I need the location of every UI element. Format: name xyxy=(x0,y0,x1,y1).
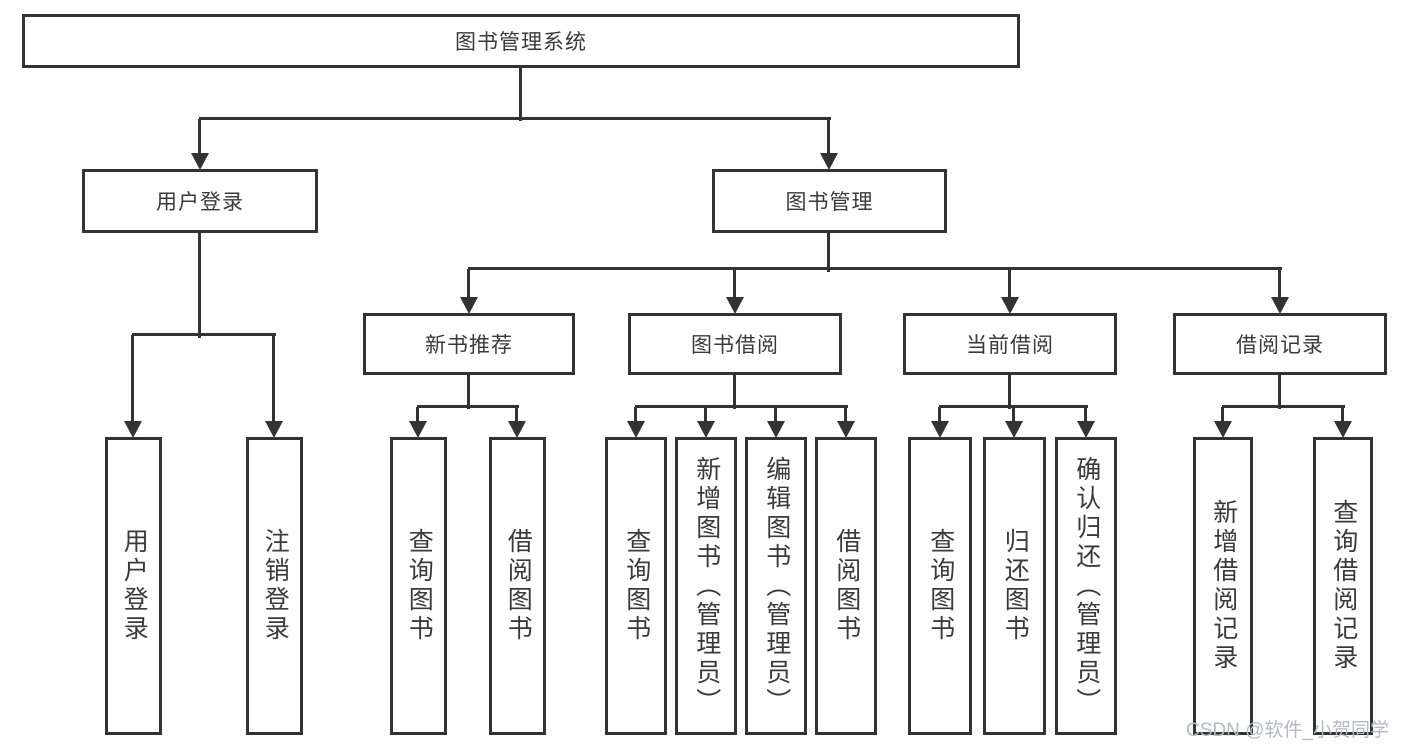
connector-line xyxy=(1008,373,1011,409)
leaf-confirm-return-admin-label: 确认归还（管理员） xyxy=(1072,455,1101,717)
connector-line xyxy=(131,335,134,422)
connector-line xyxy=(827,231,830,272)
leaf-add-book-admin-label: 新增图书（管理员） xyxy=(692,455,721,717)
arrowhead-down-icon xyxy=(1077,421,1095,438)
leaf-query-borrow-record-label: 查询借阅记录 xyxy=(1329,499,1358,673)
connector-line xyxy=(1012,407,1015,422)
arrowhead-down-icon xyxy=(837,421,855,438)
node-borrow-record-label: 借阅记录 xyxy=(1236,334,1324,357)
leaf-edit-book-admin: 编辑图书（管理员） xyxy=(745,437,807,735)
leaf-user-login-label: 用户登录 xyxy=(120,528,149,644)
node-book-management-label: 图书管理 xyxy=(785,191,874,214)
connector-line xyxy=(519,66,522,121)
leaf-borrow-book-label: 借阅图书 xyxy=(832,528,861,644)
arrowhead-down-icon xyxy=(124,421,142,438)
connector-line xyxy=(827,119,830,154)
node-borrow-record: 借阅记录 xyxy=(1173,313,1387,375)
watermark: CSDN @软件_小贺同学 xyxy=(1186,720,1389,741)
connector-line xyxy=(467,373,470,409)
connector-line xyxy=(1008,269,1011,298)
connector-line xyxy=(1084,407,1087,422)
leaf-query-book-current-label: 查询图书 xyxy=(926,528,955,644)
arrowhead-down-icon xyxy=(767,421,785,438)
connector-line xyxy=(1221,407,1224,422)
leaf-logout-label: 注销登录 xyxy=(261,528,290,644)
leaf-query-book-recommend: 查询图书 xyxy=(390,437,447,735)
connector-line xyxy=(634,407,637,422)
arrowhead-down-icon xyxy=(1334,421,1352,438)
arrowhead-down-icon xyxy=(931,421,949,438)
node-book-borrow: 图书借阅 xyxy=(628,313,842,375)
leaf-query-book-borrow-label: 查询图书 xyxy=(622,528,651,644)
connector-line xyxy=(1278,269,1281,298)
arrowhead-down-icon xyxy=(265,421,283,438)
connector-line xyxy=(1222,405,1345,408)
connector-line xyxy=(198,119,201,154)
node-book-management: 图书管理 xyxy=(712,169,947,233)
arrowhead-down-icon xyxy=(820,153,838,170)
node-current-borrow-label: 当前借阅 xyxy=(966,334,1054,357)
arrowhead-down-icon xyxy=(1214,421,1232,438)
connector-line xyxy=(416,407,419,422)
connector-line xyxy=(774,407,777,422)
arrowhead-down-icon xyxy=(1005,421,1023,438)
connector-line xyxy=(733,269,736,298)
connector-line xyxy=(199,117,831,120)
leaf-add-book-admin: 新增图书（管理员） xyxy=(675,437,737,735)
connector-line xyxy=(272,335,275,422)
arrowhead-down-icon xyxy=(409,421,427,438)
leaf-borrow-book: 借阅图书 xyxy=(815,437,877,735)
leaf-return-book-label: 归还图书 xyxy=(1001,528,1030,644)
connector-line xyxy=(468,267,1282,270)
leaf-query-book-current: 查询图书 xyxy=(908,437,972,735)
connector-line xyxy=(938,407,941,422)
arrowhead-down-icon xyxy=(1271,297,1289,314)
leaf-logout: 注销登录 xyxy=(246,437,303,735)
connector-line xyxy=(467,269,470,298)
connector-line xyxy=(132,333,276,336)
arrowhead-down-icon xyxy=(508,421,526,438)
leaf-user-login: 用户登录 xyxy=(105,437,162,735)
connector-line xyxy=(198,231,201,338)
leaf-add-borrow-record-label: 新增借阅记录 xyxy=(1209,499,1238,673)
arrowhead-down-icon xyxy=(1001,297,1019,314)
connector-line xyxy=(1341,407,1344,422)
leaf-add-borrow-record: 新增借阅记录 xyxy=(1193,437,1253,735)
leaf-borrow-book-recommend: 借阅图书 xyxy=(489,437,546,735)
leaf-return-book: 归还图书 xyxy=(983,437,1046,735)
connector-line xyxy=(939,405,1088,408)
arrowhead-down-icon xyxy=(191,153,209,170)
leaf-confirm-return-admin: 确认归还（管理员） xyxy=(1055,437,1117,735)
node-user-login-label: 用户登录 xyxy=(156,191,244,214)
connector-line xyxy=(515,407,518,422)
leaf-query-book-borrow: 查询图书 xyxy=(605,437,667,735)
connector-line xyxy=(704,407,707,422)
connector-line xyxy=(635,405,848,408)
arrowhead-down-icon xyxy=(697,421,715,438)
connector-line xyxy=(733,373,736,409)
node-new-book-recommend-label: 新书推荐 xyxy=(425,334,513,357)
node-current-borrow: 当前借阅 xyxy=(903,313,1117,375)
node-user-login: 用户登录 xyxy=(82,169,318,233)
connector-line xyxy=(844,407,847,422)
arrowhead-down-icon xyxy=(627,421,645,438)
connector-line xyxy=(417,405,519,408)
arrowhead-down-icon xyxy=(726,297,744,314)
node-new-book-recommend: 新书推荐 xyxy=(363,313,575,375)
leaf-query-borrow-record: 查询借阅记录 xyxy=(1313,437,1373,735)
leaf-borrow-book-recommend-label: 借阅图书 xyxy=(504,528,533,644)
node-root-system: 图书管理系统 xyxy=(22,14,1020,68)
leaf-query-book-recommend-label: 查询图书 xyxy=(405,528,434,644)
arrowhead-down-icon xyxy=(460,297,478,314)
node-book-borrow-label: 图书借阅 xyxy=(691,334,779,357)
leaf-edit-book-admin-label: 编辑图书（管理员） xyxy=(762,455,791,717)
node-root-label: 图书管理系统 xyxy=(455,31,587,54)
connector-line xyxy=(1278,373,1281,409)
